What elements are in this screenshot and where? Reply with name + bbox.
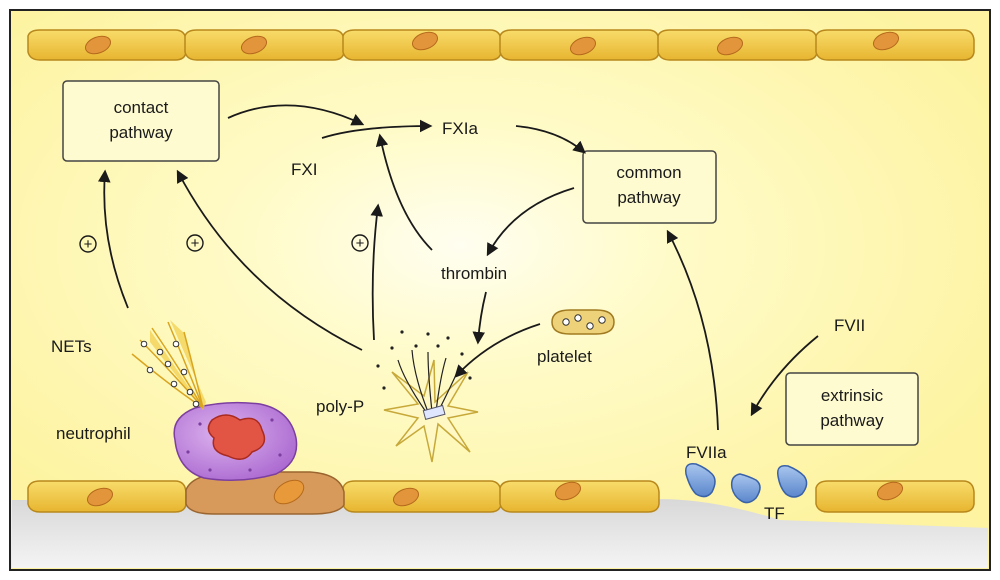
arrow-common-to-thrombin: [486, 187, 575, 257]
tissue-factor: [684, 462, 808, 504]
common-pathway-line1: common: [616, 163, 681, 182]
neutrophil-cell: [173, 401, 298, 481]
plus-nets: +: [84, 236, 93, 253]
contact-pathway-line1: contact: [114, 98, 169, 117]
extrinsic-pathway-line2: pathway: [820, 411, 884, 430]
arrow-nets-to-contact: [97, 169, 129, 309]
arrow-fxia-to-common: [515, 125, 586, 154]
subendothelium: [12, 499, 988, 568]
activated-endothelial-cell: [185, 471, 345, 515]
label-fvii: FVII: [834, 316, 865, 335]
label-tf: TF: [764, 504, 785, 523]
arrows: [97, 104, 819, 431]
common-pathway-line2: pathway: [617, 188, 681, 207]
contact-pathway-line2: pathway: [109, 123, 173, 142]
label-fxia: FXIa: [442, 119, 478, 138]
common-pathway-box: common pathway: [582, 150, 717, 224]
extrinsic-pathway-box: extrinsic pathway: [785, 372, 919, 446]
label-thrombin: thrombin: [441, 264, 507, 283]
arrow-polyp-to-contact: [176, 169, 363, 351]
arrow-thrombin-to-polyp: [472, 291, 487, 345]
endothelium-bottom: [27, 480, 975, 513]
label-fxi: FXI: [291, 160, 317, 179]
platelet-cell: [551, 309, 615, 335]
label-neutrophil: neutrophil: [56, 424, 131, 443]
nets-fibers: [131, 320, 206, 410]
label-platelet: platelet: [537, 347, 592, 366]
plus-markers: + + +: [79, 234, 369, 253]
arrow-thrombin-to-fxi: [375, 133, 433, 251]
plus-polyp-fxi: +: [356, 235, 365, 252]
arrow-contact-to-fxia: [227, 104, 365, 126]
contact-pathway-box: contact pathway: [62, 80, 220, 162]
extrinsic-pathway-line1: extrinsic: [821, 386, 884, 405]
label-nets: NETs: [51, 337, 92, 356]
label-fviia: FVIIa: [686, 443, 727, 462]
arrow-fviia-to-common: [666, 229, 719, 431]
label-polyp: poly-P: [316, 397, 364, 416]
polyp-platelet: [376, 330, 479, 463]
arrow-platelet-to-polyp: [454, 323, 541, 378]
arrow-polyp-to-fxi: [370, 203, 384, 341]
arrow-fxi-to-fxia: [321, 119, 433, 139]
plus-polyp-contact: +: [191, 235, 200, 252]
arrow-fvii-to-fviia: [750, 335, 819, 417]
endothelium-top: [27, 29, 975, 61]
